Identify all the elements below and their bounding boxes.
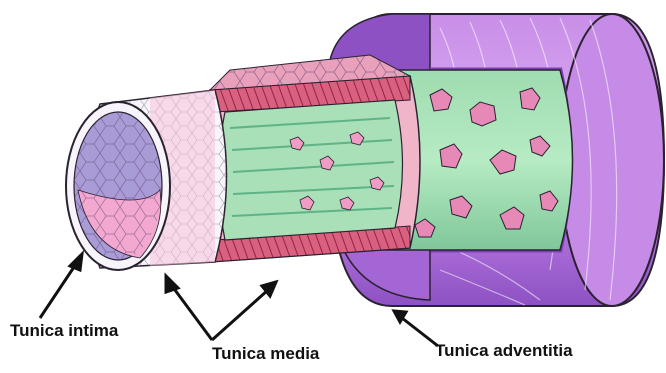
media-pointer-head-left — [166, 276, 178, 292]
intima-pointer-head — [70, 254, 82, 270]
media-inner-face — [219, 100, 403, 240]
tunica-intima-layer — [66, 90, 227, 270]
media-pointer-line-right — [212, 290, 268, 340]
media-pointer-line-left — [172, 286, 212, 340]
label-tunica-media: Tunica media — [212, 345, 319, 362]
adventitia-end-face — [560, 14, 664, 306]
label-tunica-intima: Tunica intima — [10, 322, 118, 339]
label-tunica-adventitia: Tunica adventitia — [435, 342, 573, 359]
adventitia-pointer-line — [402, 318, 438, 346]
intima-pointer-line — [40, 264, 76, 318]
tunica-media-layer — [200, 55, 420, 262]
